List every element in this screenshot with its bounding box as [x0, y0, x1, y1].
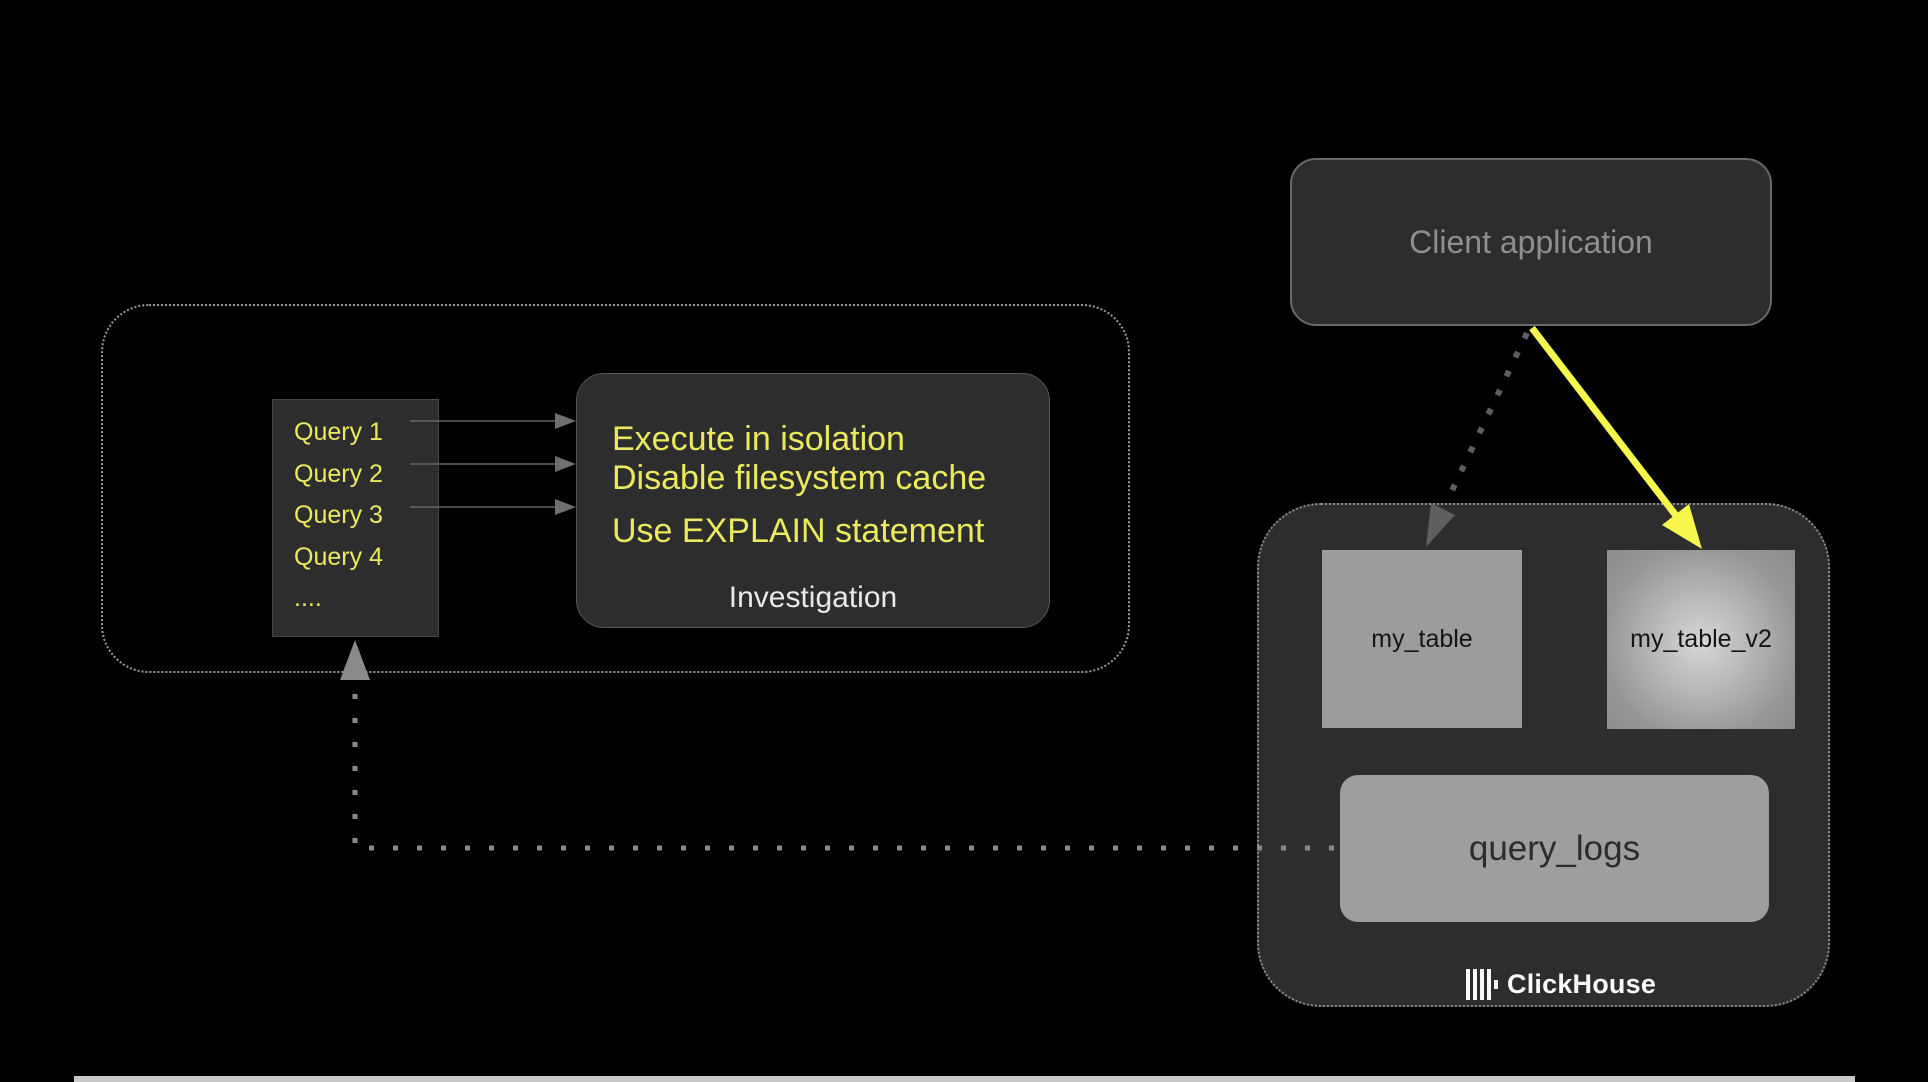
query-logs-box: query_logs [1340, 775, 1769, 922]
investigation-group-outline [101, 304, 1130, 673]
my-table-v2-box: my_table_v2 [1607, 550, 1795, 729]
investigation-note: Disable filesystem cache [612, 459, 987, 497]
query-logs-label: query_logs [1468, 828, 1641, 868]
my-table-v2-label: my_table_v2 [1630, 625, 1772, 653]
query-list-box: Query 1 Query 2 Query 3 Query 4 .... [272, 399, 439, 637]
investigation-label: Investigation [728, 581, 898, 614]
query-list-item: Query 2 [294, 459, 383, 488]
my-table-box: my_table [1322, 550, 1522, 728]
investigation-note: Use EXPLAIN statement [612, 512, 985, 550]
investigation-note: Execute in isolation [612, 420, 905, 458]
query-list-item: Query 3 [294, 501, 383, 529]
query-list-item: Query 1 [294, 418, 383, 446]
clickhouse-logo-icon [1466, 968, 1498, 1000]
clickhouse-brand: ClickHouse [1466, 966, 1656, 1002]
clickhouse-brand-name: ClickHouse [1507, 968, 1657, 999]
client-application-label: Client application [1409, 223, 1653, 260]
my-table-label: my_table [1371, 624, 1473, 653]
client-application-box: Client application [1290, 158, 1772, 326]
query-list-item-ellipsis: .... [294, 584, 322, 612]
bottom-window-strip [74, 1076, 1855, 1082]
investigation-box: Execute in isolation Disable filesystem … [576, 373, 1050, 628]
query-list-item: Query 4 [294, 542, 383, 571]
